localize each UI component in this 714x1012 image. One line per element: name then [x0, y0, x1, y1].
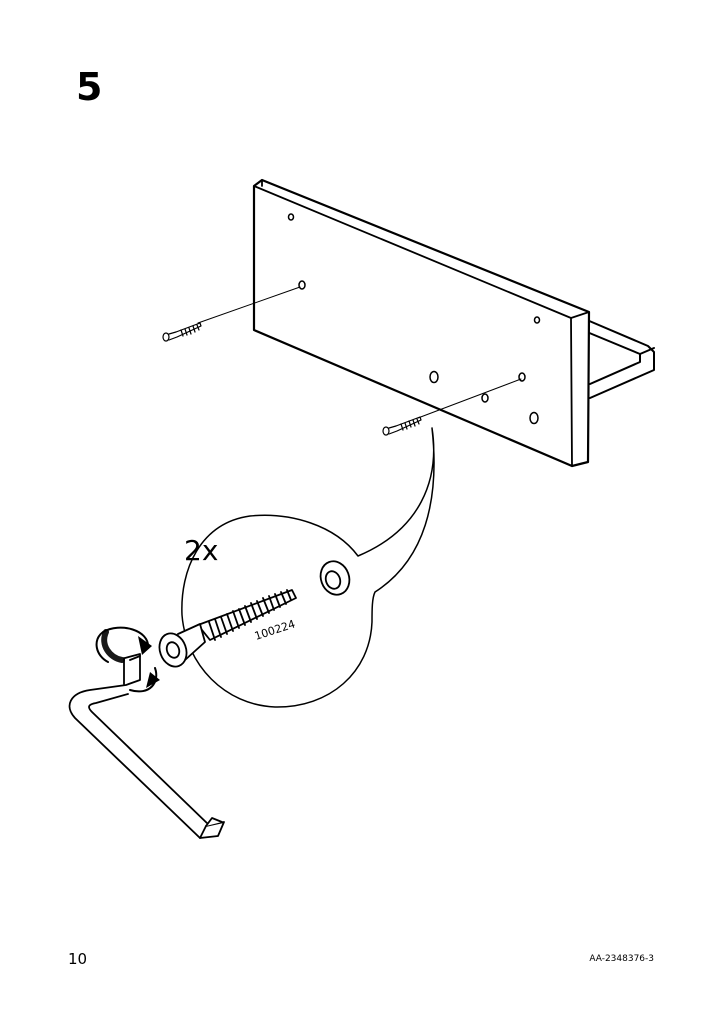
shelf-rail — [586, 319, 655, 399]
hole-icon — [518, 372, 526, 382]
document-code: AA-2348376-3 — [589, 954, 654, 964]
washer-icon — [319, 560, 351, 596]
hole-icon — [429, 370, 439, 384]
hole-icon — [287, 213, 295, 221]
screw-icon — [158, 589, 297, 668]
hole-icon — [529, 411, 539, 425]
page-number: 10 — [68, 950, 88, 968]
quantity-label: 2x — [184, 534, 218, 567]
hole-icon — [298, 280, 306, 290]
step-number: 5 — [76, 65, 103, 109]
screw-icon — [382, 416, 422, 436]
wall-panel — [252, 178, 591, 468]
panel-holes — [287, 213, 541, 425]
allen-key-icon — [68, 653, 225, 839]
hole-icon — [481, 393, 489, 403]
hole-icon — [533, 316, 541, 324]
detail-callout — [181, 427, 435, 708]
screw-icon — [162, 322, 202, 342]
rotation-arrow-icon — [95, 626, 160, 693]
